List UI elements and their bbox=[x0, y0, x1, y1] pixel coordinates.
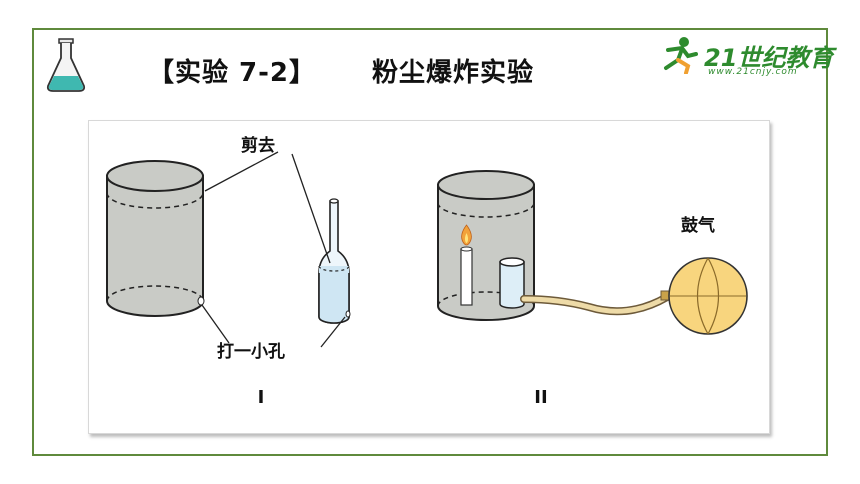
label-hole: 打一小孔 bbox=[217, 341, 285, 362]
balloon bbox=[660, 257, 748, 335]
bottle bbox=[318, 198, 351, 324]
label-part-two: II bbox=[534, 387, 547, 408]
label-part-one: I bbox=[258, 387, 265, 408]
label-cut: 剪去 bbox=[241, 135, 275, 156]
diagram-panel: 剪去 打一小孔 I 鼓气 bbox=[88, 120, 770, 434]
brand-url: www.21cnjy.com bbox=[708, 67, 798, 77]
slide-frame bbox=[32, 28, 828, 456]
brand-name: 21世纪教育 bbox=[704, 44, 834, 72]
experiment-title: 粉尘爆炸实验 bbox=[372, 58, 535, 88]
can-one bbox=[106, 160, 205, 317]
label-blow: 鼓气 bbox=[681, 215, 715, 236]
runner-logo-icon bbox=[664, 37, 698, 74]
experiment-diagram: 剪去 打一小孔 I 鼓气 bbox=[106, 135, 748, 408]
experiment-label: 【实验 7-2】 bbox=[148, 58, 317, 88]
flask-icon bbox=[46, 38, 86, 92]
candle bbox=[460, 224, 473, 306]
small-cup bbox=[499, 257, 525, 309]
